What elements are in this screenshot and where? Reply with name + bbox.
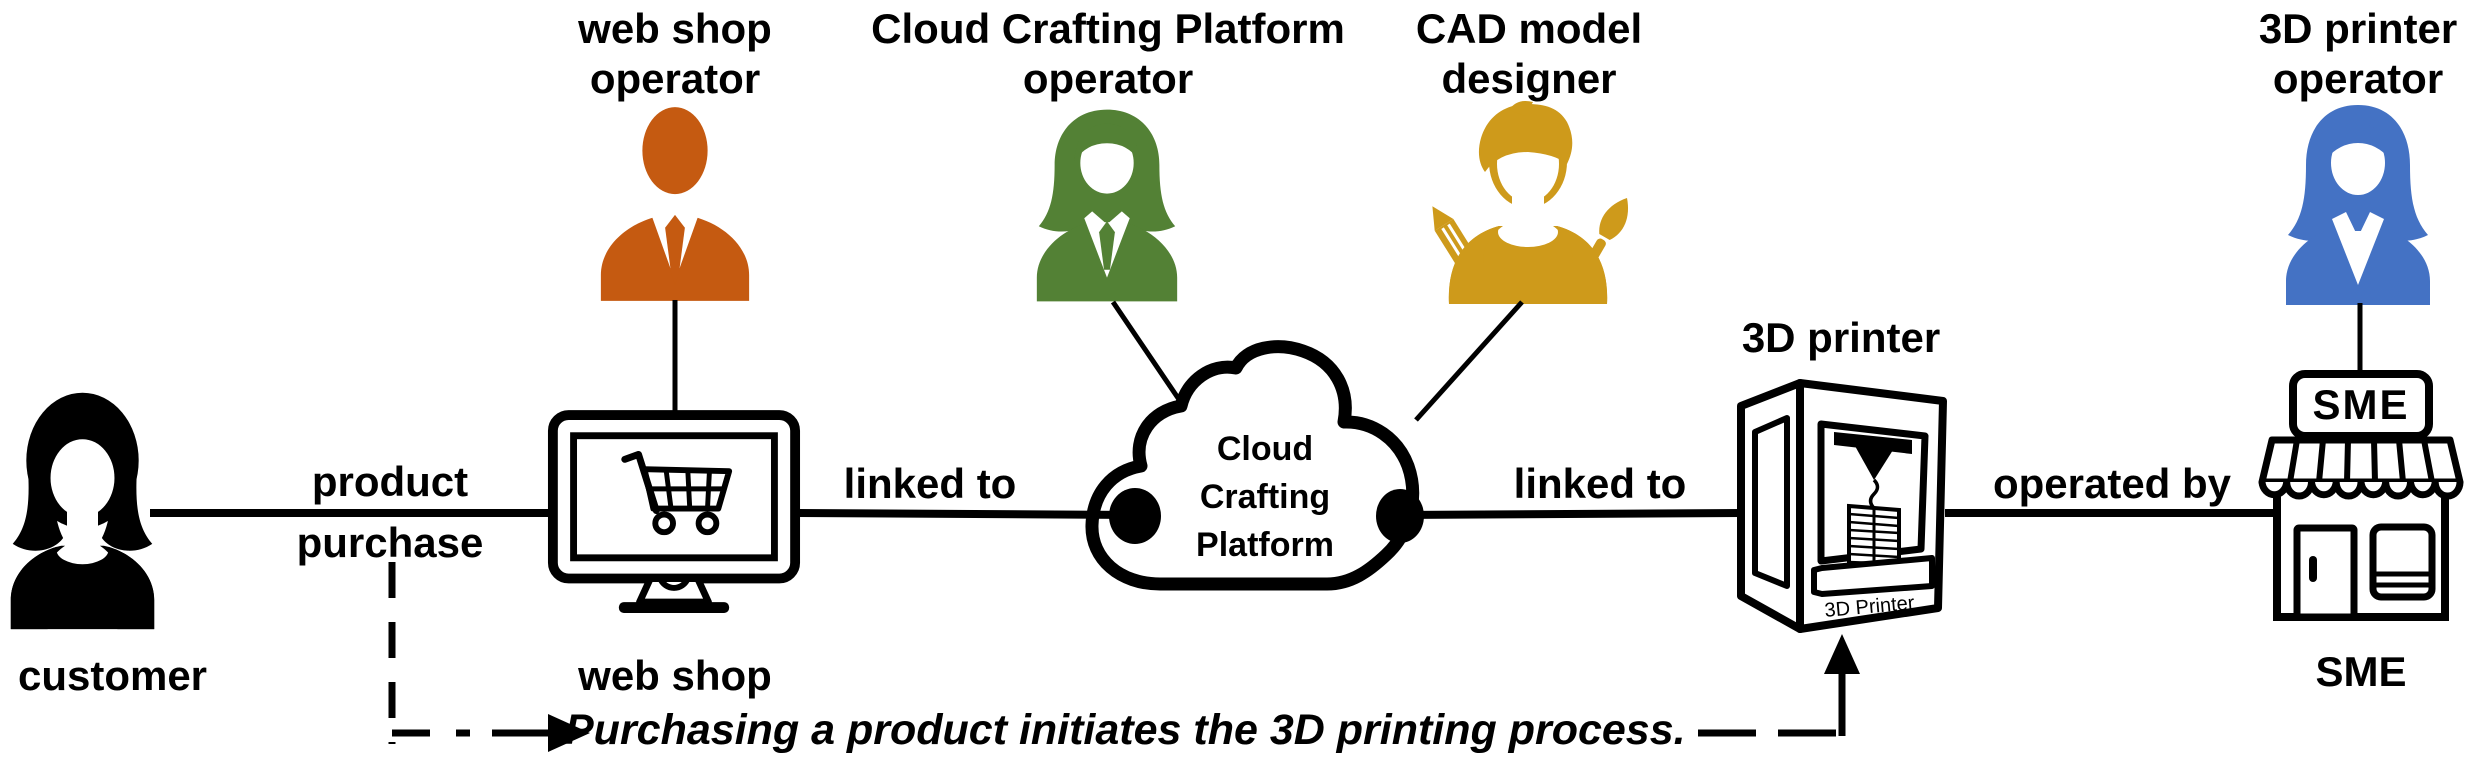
webshop-operator-header-line1: web shop	[578, 5, 772, 52]
cloud-text-line1: Cloud	[1217, 430, 1313, 468]
customer-label: customer	[17, 652, 208, 699]
shopping-cart-icon	[621, 450, 733, 536]
printer-3d-icon: 3D Printer	[1736, 370, 1948, 642]
edge-label-product: product	[311, 458, 469, 505]
web-shop-label: web shop	[578, 652, 772, 699]
webshop-operator-header-line2: operator	[589, 55, 761, 102]
printer-operator-header-line2: operator	[2272, 55, 2444, 102]
printer-3d-title: 3D printer	[1741, 314, 1941, 361]
edge-label-operated-by: operated by	[1992, 460, 2232, 507]
printer-operator-icon	[2270, 101, 2446, 305]
edge-label-linked-to-left: linked to	[843, 460, 1017, 507]
cloud-icon: Cloud Crafting Platform	[1065, 340, 1465, 593]
cloud-text-line3: Platform	[1196, 526, 1334, 564]
ccp-operator-icon	[1023, 102, 1191, 303]
ccp-operator-header-line1: Cloud Crafting Platform	[871, 5, 1345, 52]
printer-operator-header-line1: 3D printer	[2258, 5, 2458, 52]
edge-label-linked-to-right: linked to	[1513, 460, 1687, 507]
process-annotation: Purchasing a product initiates the 3D pr…	[565, 706, 1686, 754]
cad-designer-header: CAD model designer	[1279, 4, 1779, 104]
webshop-monitor-icon	[546, 408, 802, 620]
printer-operator-header: 3D printer operator	[2188, 4, 2477, 104]
webshop-operator-header: web shop operator	[425, 4, 925, 104]
customer-icon	[5, 383, 160, 633]
webshop-operator-icon	[591, 102, 759, 302]
edge-label-purchase: purchase	[296, 519, 484, 566]
store-door-icon	[2293, 524, 2358, 621]
sme-sign-text: SME	[2312, 381, 2409, 428]
cad-designer-icon	[1415, 101, 1641, 304]
cad-designer-header-line2: designer	[1441, 55, 1617, 102]
ccp-operator-header-line2: operator	[1022, 55, 1194, 102]
cloud-text-line2: Crafting	[1200, 478, 1330, 516]
sme-store-icon: SME	[2258, 370, 2464, 621]
sme-label: SME	[2315, 648, 2407, 695]
store-window-icon	[2369, 523, 2436, 601]
ccp-operator-header: Cloud Crafting Platform operator	[858, 4, 1358, 104]
cad-designer-header-line1: CAD model	[1415, 5, 1643, 52]
